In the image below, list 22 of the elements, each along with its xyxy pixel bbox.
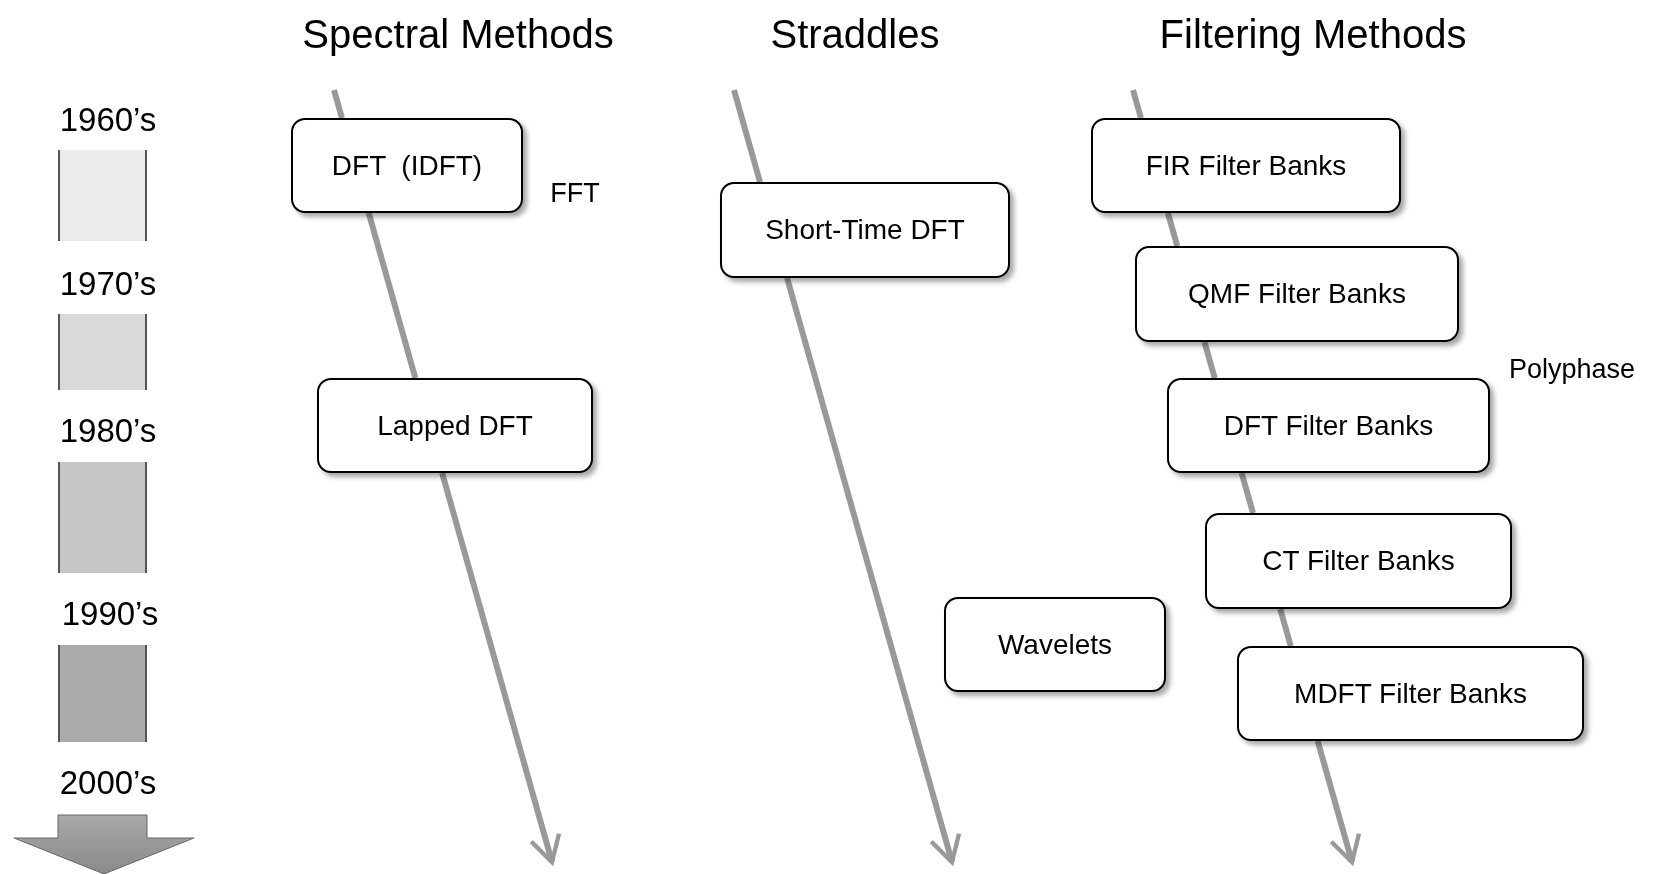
label-text: 1970’s <box>59 266 157 300</box>
label-text: Straddles <box>770 14 940 54</box>
label-text: FFT <box>550 179 600 207</box>
arrow <box>1314 740 1362 865</box>
label-text: 1960’s <box>59 102 157 136</box>
arrow <box>784 277 962 865</box>
label-text: Spectral Methods <box>302 14 614 54</box>
method-box: DFT Filter Banks <box>1167 378 1490 473</box>
method-box: QMF Filter Banks <box>1135 246 1459 342</box>
method-box: MDFT Filter Banks <box>1237 646 1584 741</box>
label-text: Filtering Methods <box>1159 14 1467 54</box>
label-text: 2000’s <box>59 765 157 799</box>
method-box: Lapped DFT <box>317 378 593 473</box>
label-text: 1990’s <box>61 596 159 630</box>
arrow <box>439 472 562 865</box>
label-text: 1980’s <box>59 413 157 447</box>
method-box: DFT (IDFT) <box>291 118 523 213</box>
label-text: Polyphase <box>1508 355 1636 383</box>
method-box: FIR Filter Banks <box>1091 118 1401 213</box>
method-box: Short-Time DFT <box>720 182 1010 278</box>
method-box: Wavelets <box>944 597 1166 692</box>
method-box: CT Filter Banks <box>1205 513 1512 609</box>
